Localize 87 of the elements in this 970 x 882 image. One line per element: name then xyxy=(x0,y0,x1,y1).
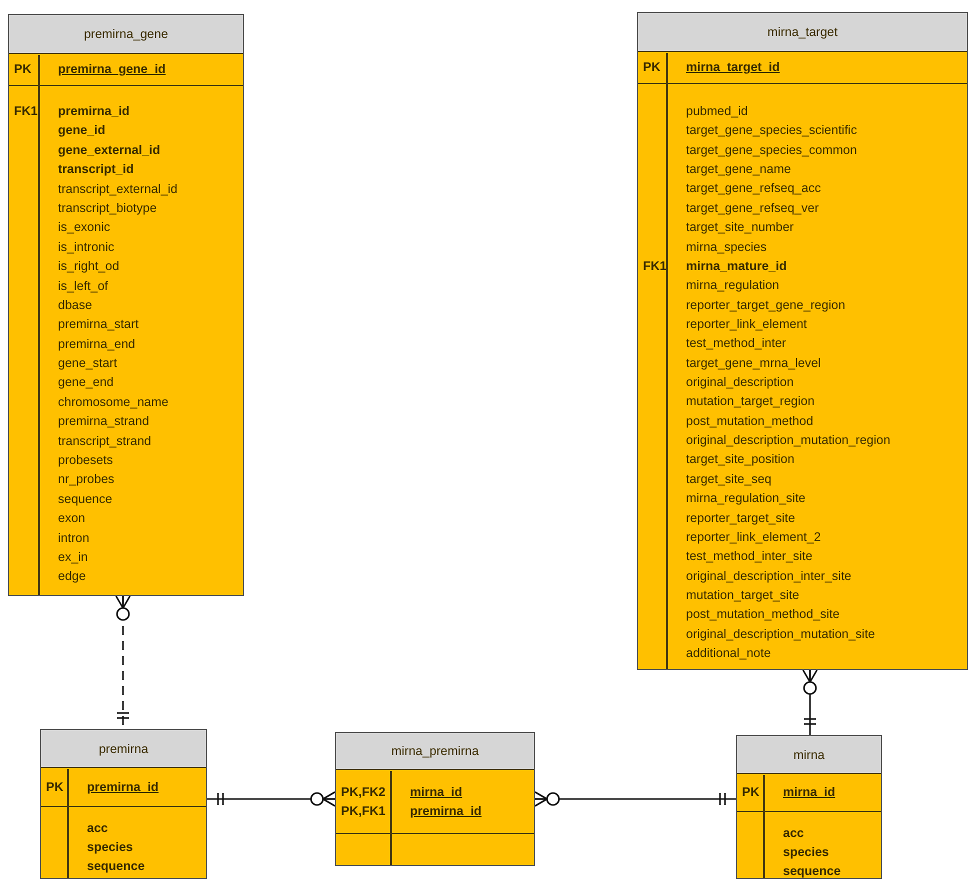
field-name: target_site_seq xyxy=(686,470,772,488)
field-name: target_gene_refseq_ver xyxy=(686,200,819,217)
entity-table xyxy=(637,12,968,670)
field-name: original_description_inter_site xyxy=(686,568,852,585)
field-name: edge xyxy=(58,568,86,586)
field-name: reporter_target_site xyxy=(686,510,796,527)
table-name: premirna xyxy=(98,742,148,756)
key-label: PK xyxy=(643,58,660,76)
table-name: mirna_target xyxy=(767,25,838,39)
primary-key-field: premirna_id xyxy=(410,802,482,820)
field-name: pubmed_id xyxy=(686,103,748,120)
field-name: sequence xyxy=(58,490,112,508)
relationship-line xyxy=(534,791,736,807)
field-name: original_description_mutation_site xyxy=(686,626,876,643)
key-label: PK,FK2 xyxy=(341,784,386,800)
table-name: mirna_premirna xyxy=(391,744,479,758)
field-name: gene_external_id xyxy=(58,142,160,159)
field-name: target_gene_mrna_level xyxy=(686,354,821,372)
field-name: transcript_biotype xyxy=(58,200,157,217)
field-name: premirna_id xyxy=(58,103,130,120)
field-name: premirna_strand xyxy=(58,413,150,430)
key-label: FK1 xyxy=(14,103,38,120)
field-name: sequence xyxy=(87,858,145,875)
field-name: gene_id xyxy=(58,122,106,140)
field-name: transcript_id xyxy=(58,161,134,178)
field-name: sequence xyxy=(783,863,841,880)
field-name: ex_in xyxy=(58,548,88,566)
field-name: probesets xyxy=(58,452,113,470)
field-name: target_gene_species_common xyxy=(686,142,857,159)
field-name: exon xyxy=(58,510,86,528)
field-name: test_method_inter_site xyxy=(686,548,812,566)
field-name: is_left_of xyxy=(58,278,108,295)
field-name: acc xyxy=(783,825,804,842)
field-name: original_description xyxy=(686,374,794,392)
relationship-line xyxy=(207,791,336,807)
field-name: post_mutation_method_site xyxy=(686,606,840,624)
field-name: target_gene_name xyxy=(686,161,791,178)
primary-key-field: mirna_id xyxy=(783,783,836,802)
primary-key-field: mirna_target_id xyxy=(686,58,780,78)
table-name: mirna xyxy=(793,748,825,762)
field-name: target_gene_refseq_acc xyxy=(686,180,821,198)
relationship-line xyxy=(802,669,818,735)
field-name: mirna_species xyxy=(686,238,767,256)
primary-key-field: premirna_gene_id xyxy=(58,60,166,80)
field-name: post_mutation_method xyxy=(686,412,814,430)
key-label: PK xyxy=(46,778,64,796)
key-label: FK1 xyxy=(643,258,667,275)
key-label: PK xyxy=(14,60,32,78)
field-name: chromosome_name xyxy=(58,394,168,411)
field-name: target_gene_species_scientific xyxy=(686,122,857,140)
field-name: is_right_od xyxy=(58,258,120,276)
key-label: PK xyxy=(742,784,760,801)
field-name: reporter_link_element_2 xyxy=(686,528,821,546)
field-name: dbase xyxy=(58,296,92,314)
field-name: gene_start xyxy=(58,355,118,372)
field-name: mutation_target_site xyxy=(686,586,800,604)
field-name: mirna_mature_id xyxy=(686,258,787,275)
entity-table xyxy=(40,729,207,879)
field-name: target_site_position xyxy=(686,451,794,468)
field-name: reporter_link_element xyxy=(686,316,807,333)
field-name: mutation_target_region xyxy=(686,393,815,410)
table-name: premirna_gene xyxy=(84,27,168,41)
field-name: additional_note xyxy=(686,645,771,662)
field-name: reporter_target_gene_region xyxy=(686,296,846,314)
field-name: gene_end xyxy=(58,374,114,392)
field-name: mirna_regulation_site xyxy=(686,490,806,508)
entity-table xyxy=(335,732,535,866)
field-name: original_description_mutation_region xyxy=(686,432,890,450)
entity-table xyxy=(8,14,244,596)
primary-key-field: mirna_id xyxy=(410,782,462,802)
field-name: transcript_external_id xyxy=(58,180,178,198)
field-name: acc xyxy=(87,820,108,837)
field-name: species xyxy=(87,839,133,856)
field-name: premirna_end xyxy=(58,336,136,353)
field-name: nr_probes xyxy=(58,471,114,488)
primary-key-field: premirna_id xyxy=(87,778,159,796)
field-name: mirna_regulation xyxy=(686,277,780,294)
entity-table xyxy=(736,735,882,879)
key-label: PK,FK1 xyxy=(341,802,386,820)
field-name: species xyxy=(783,844,829,861)
field-name: intron xyxy=(58,530,90,547)
field-name: target_site_number xyxy=(686,219,794,236)
field-name: test_method_inter xyxy=(686,335,786,352)
field-name: is_intronic xyxy=(58,238,114,256)
field-name: transcript_strand xyxy=(58,432,152,450)
field-name: is_exonic xyxy=(58,219,110,236)
field-name: premirna_start xyxy=(58,316,139,334)
